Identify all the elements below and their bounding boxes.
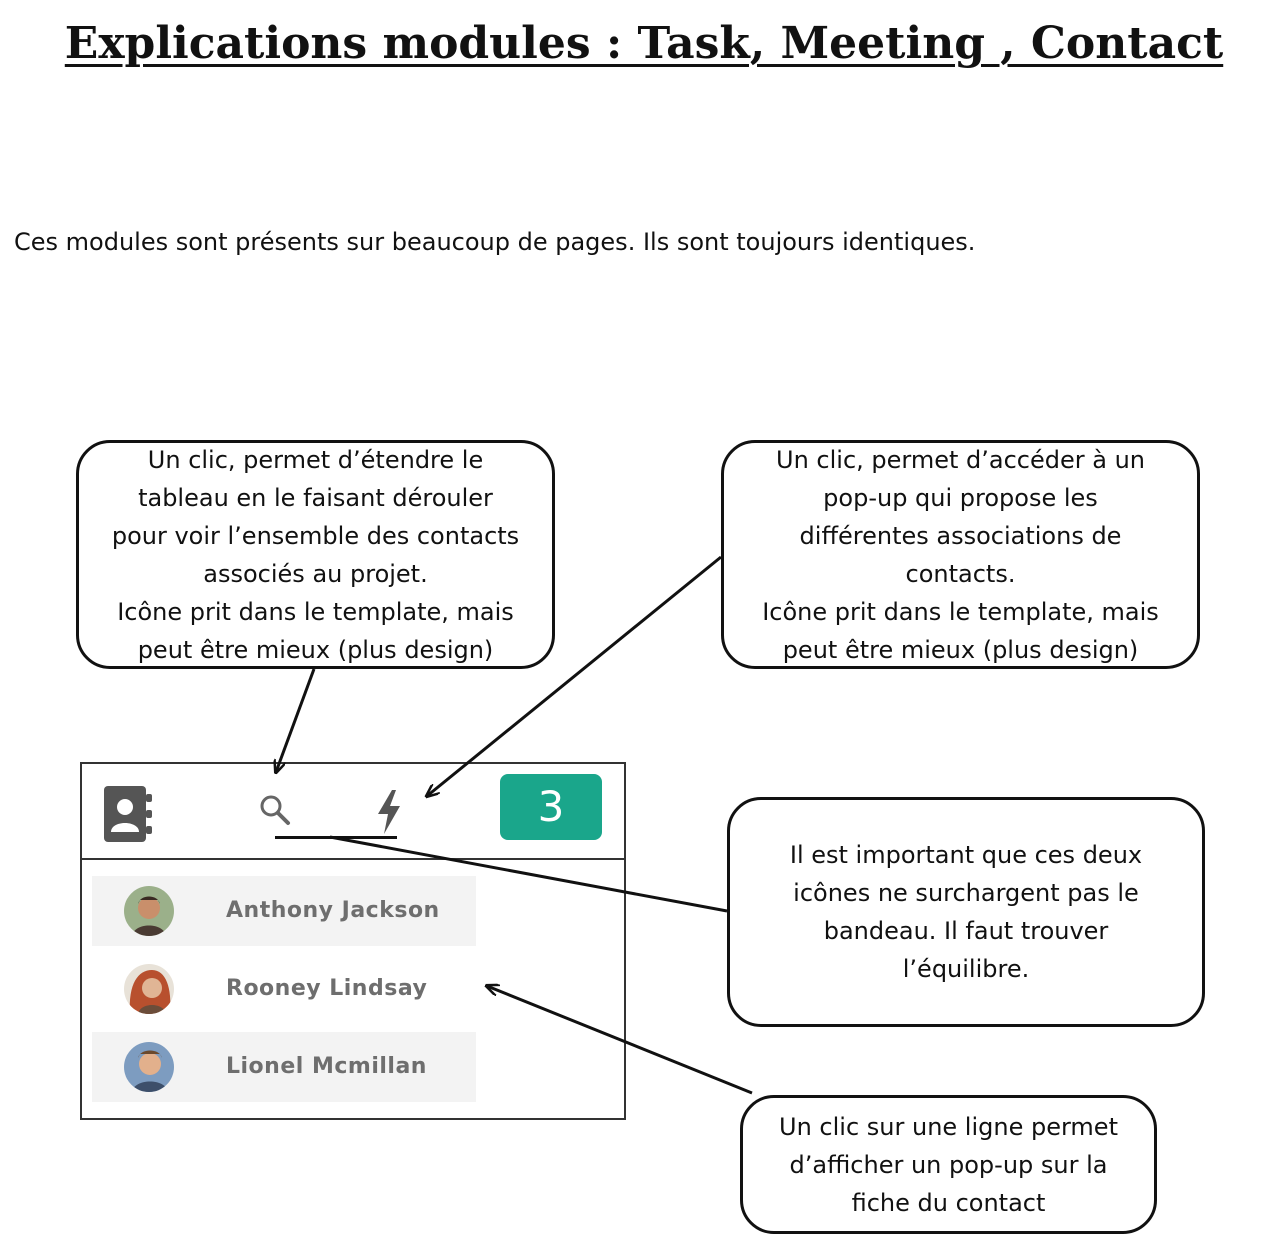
contact-row[interactable]: Lionel Mcmillan <box>92 1032 476 1102</box>
callout-associations-popup: Un clic, permet d’accéder à un pop-up qu… <box>721 440 1200 669</box>
callout-line: peut être mieux (plus design) <box>782 635 1139 664</box>
intro-text: Ces modules sont présents sur beaucoup d… <box>14 228 976 256</box>
contact-row[interactable]: Rooney Lindsay <box>92 954 476 1024</box>
callout-line: Il est important que ces deux <box>789 841 1143 869</box>
callout-line: Un clic, permet d’étendre le <box>147 445 484 474</box>
callout-line: Un clic sur une ligne permet <box>779 1112 1118 1141</box>
contact-book-icon <box>102 784 154 844</box>
callout-line: Un clic, permet d’accéder à un <box>776 445 1145 474</box>
contact-name: Lionel Mcmillan <box>226 1054 427 1079</box>
callout-line: l’équilibre. <box>902 955 1030 983</box>
contact-name: Rooney Lindsay <box>226 976 428 1001</box>
lightning-bolt-icon[interactable] <box>374 788 404 836</box>
callout-line: associés au projet. <box>203 559 428 588</box>
search-icon[interactable] <box>257 792 293 828</box>
contact-name: Anthony Jackson <box>226 898 440 923</box>
callout-line: Icône prit dans le template, mais <box>762 597 1159 626</box>
callout-line: contacts. <box>905 559 1016 588</box>
callout-line: d’afficher un pop-up sur la <box>789 1150 1108 1179</box>
callout-line: fiche du contact <box>851 1188 1046 1217</box>
callout-line: peut être mieux (plus design) <box>137 635 494 664</box>
page-title: Explications modules : Task, Meeting , C… <box>64 18 1224 69</box>
callout-row-click: Un clic sur une ligne permet d’afficher … <box>740 1095 1157 1234</box>
avatar <box>124 886 174 936</box>
contact-row[interactable]: Anthony Jackson <box>92 876 476 946</box>
icons-underline <box>275 836 397 839</box>
contact-widget: 3 Anthony Jackson Rooney Lindsay <box>80 762 626 1120</box>
callout-line: différentes associations de <box>799 521 1122 550</box>
callout-line: tableau en le faisant dérouler <box>138 483 493 512</box>
callout-icon-balance: Il est important que ces deux icônes ne … <box>727 797 1205 1027</box>
contact-count-badge: 3 <box>500 774 602 840</box>
callout-line: pour voir l’ensemble des contacts <box>111 521 520 550</box>
avatar <box>124 964 174 1014</box>
callout-line: Icône prit dans le template, mais <box>117 597 514 626</box>
callout-line: icônes ne surchargent pas le <box>793 879 1139 907</box>
widget-header: 3 <box>82 764 624 860</box>
callout-line: bandeau. Il faut trouver <box>823 917 1109 945</box>
arrow-to-search-icon <box>276 668 316 772</box>
callout-line: pop-up qui propose les <box>823 483 1098 512</box>
avatar <box>124 1042 174 1092</box>
callout-expand-table: Un clic, permet d’étendre le tableau en … <box>76 440 555 669</box>
